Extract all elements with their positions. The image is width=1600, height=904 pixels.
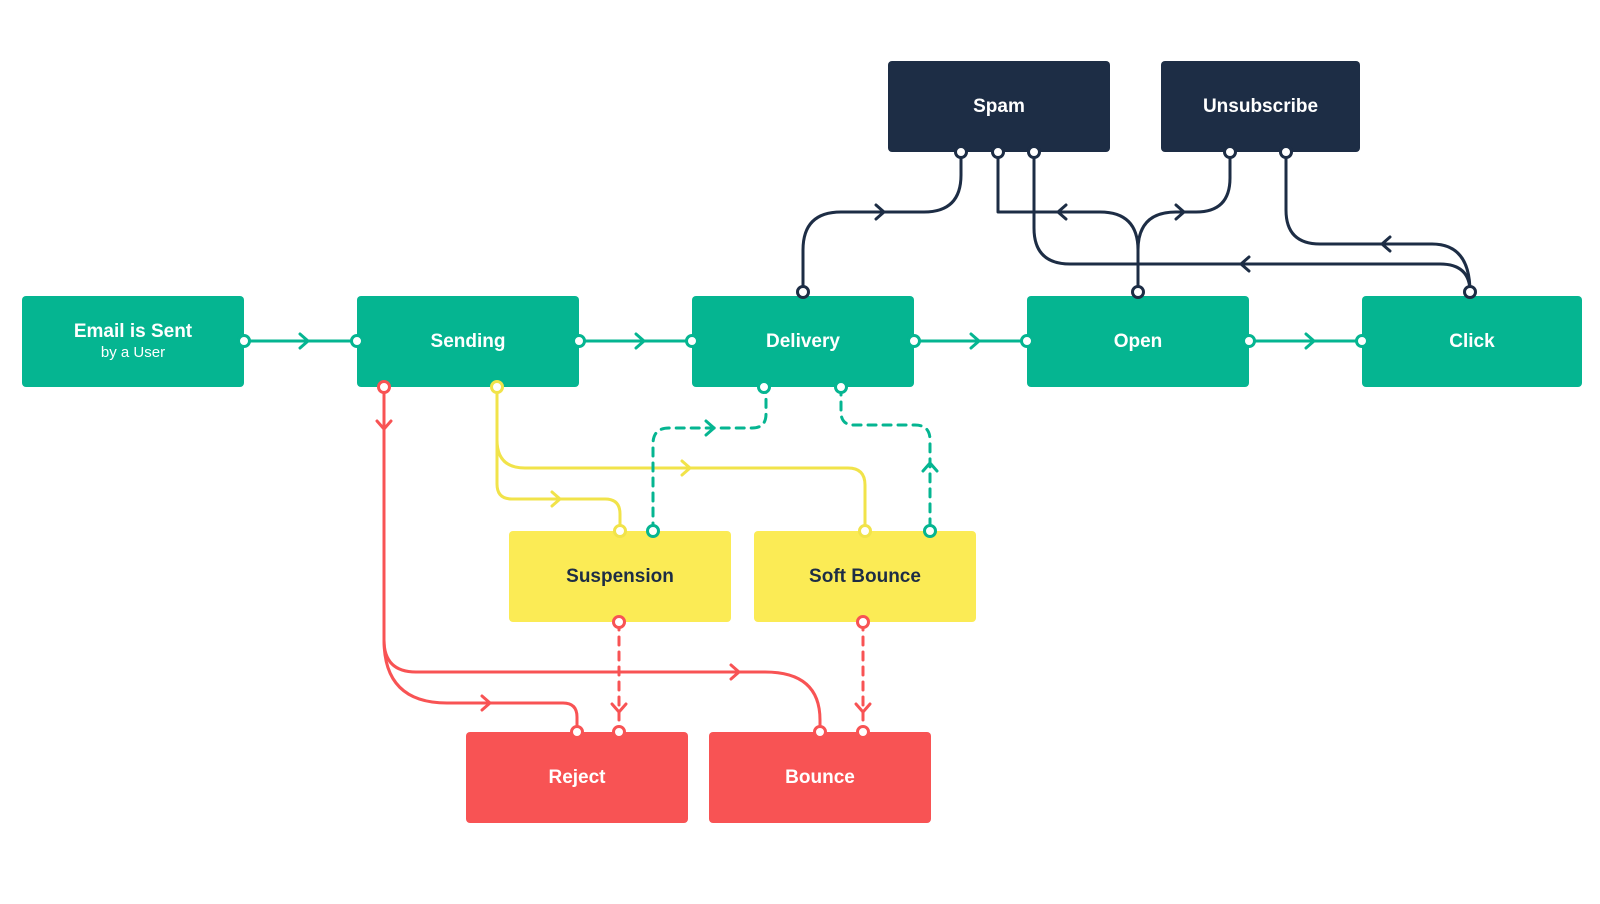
node-sending-title: Sending [430,331,506,352]
node-bounce: Bounce [709,732,931,823]
edge-delivery-to-open [912,332,1029,350]
node-open: Open [1027,296,1249,387]
connector-line [382,385,579,734]
connector-line [839,385,932,533]
edge-click-to-unsubscribe [1284,150,1472,294]
node-sending: Sending [357,296,579,387]
edge-suspension-to-reject [610,620,628,734]
connector-line [1032,150,1472,294]
connector-line [801,150,963,294]
arrow-head-icon [1304,332,1316,350]
connector-line [495,385,867,533]
arrow-head-icon [550,490,562,508]
edge-open-to-spam [996,150,1140,294]
node-spam: Spam [888,61,1110,152]
node-spam-title: Spam [973,96,1025,117]
node-open-title: Open [1113,331,1163,352]
node-email-sent-subtitle: by a User [100,344,166,361]
node-delivery: Delivery [692,296,914,387]
arrow-head-icon [921,461,939,473]
connector-line [495,385,622,533]
arrow-head-icon [1239,255,1251,273]
connector-line [651,385,768,533]
edge-sending-to-bounce [382,385,822,734]
edge-open-to-click [1247,332,1364,350]
arrow-head-icon [874,203,886,221]
edge-sending-to-soft-bounce [495,385,867,533]
arrow-head-icon [969,332,981,350]
node-suspension-title: Suspension [566,566,674,587]
arrow-head-icon [1380,235,1392,253]
arrow-head-icon [634,332,646,350]
arrow-head-icon [1174,203,1186,221]
node-soft-bounce: Soft Bounce [754,531,976,622]
edge-sending-to-delivery [577,332,694,350]
arrow-head-icon [729,663,741,681]
node-click: Click [1362,296,1582,387]
edge-click-to-spam [1032,150,1472,294]
edge-soft-bounce-to-bounce [854,620,872,734]
connector-line [1284,150,1472,294]
node-email-sent: Email is Sent by a User [22,296,244,387]
edge-delivery-to-spam [801,150,963,294]
arrow-head-icon [298,332,310,350]
node-email-sent-title: Email is Sent [73,321,193,342]
arrow-head-icon [480,694,492,712]
edge-suspension-to-delivery [651,385,768,533]
edge-sending-to-suspension [495,385,622,533]
node-reject: Reject [466,732,688,823]
node-unsubscribe-title: Unsubscribe [1202,96,1319,117]
arrow-head-icon [680,459,692,477]
connector-line [996,150,1140,294]
edge-email-sent-to-sending [242,332,359,350]
arrow-head-icon [854,702,872,714]
connector-line [1136,150,1232,294]
node-unsubscribe: Unsubscribe [1161,61,1360,152]
node-soft-bounce-title: Soft Bounce [809,566,921,587]
edge-open-to-unsubscribe [1136,150,1232,294]
connector-line [382,385,822,734]
arrow-head-icon [704,419,716,437]
node-reject-title: Reject [548,767,606,788]
edge-delivery-to-soft-bounce [839,385,939,533]
node-suspension: Suspension [509,531,731,622]
node-bounce-title: Bounce [785,767,855,788]
node-delivery-title: Delivery [766,331,840,352]
node-click-title: Click [1449,331,1495,352]
arrow-head-icon [1056,203,1068,221]
arrow-head-icon [610,702,628,714]
